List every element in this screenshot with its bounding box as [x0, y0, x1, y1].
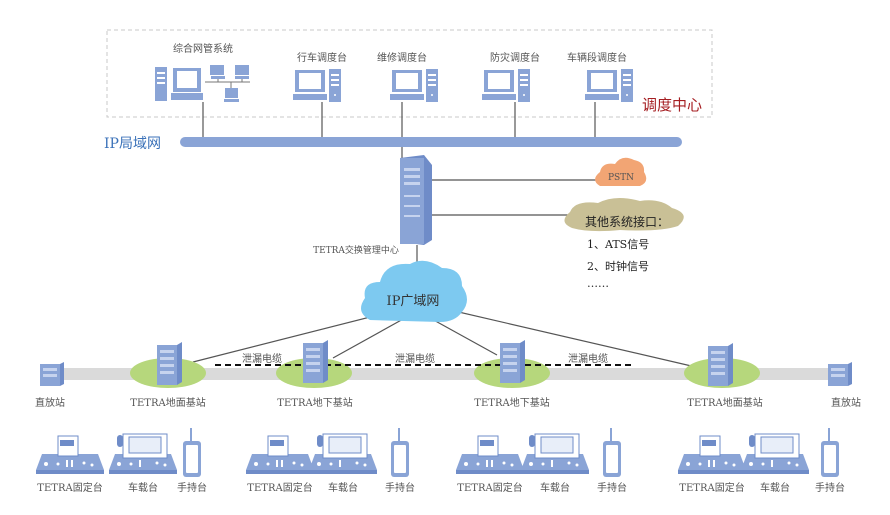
station-label: TETRA地面基站 [687, 398, 763, 409]
tetra-switch-server [400, 155, 432, 245]
repeater-icon [40, 362, 64, 386]
dispatch-workstation-icon [293, 69, 341, 102]
other-interfaces-title: 其他系统接口： [585, 215, 670, 229]
base-station-rack-icon [303, 340, 328, 383]
console-label-train: 行车调度台 [297, 53, 347, 64]
station-label: TETRA地面基站 [130, 398, 206, 409]
vehicle-radio-label: 车载台 [128, 483, 158, 494]
station-label: TETRA地下基站 [474, 398, 550, 409]
handheld-radio-icon [821, 428, 839, 477]
handheld-radio-label: 手持台 [385, 483, 415, 494]
pstn-label: PSTN [607, 173, 635, 183]
leaky-cable-label: 泄漏电缆 [242, 354, 282, 365]
interface-clock: 2、时钟信号 [587, 260, 649, 273]
handheld-radio-icon [183, 428, 201, 477]
handheld-radio-label: 手持台 [177, 483, 207, 494]
lan-drop-lines [192, 102, 701, 369]
track [60, 368, 835, 380]
network-management-system-icon [155, 65, 250, 102]
console-label-depot: 车辆段调度台 [567, 53, 627, 64]
ip-lan-label: IP局域网 [104, 136, 161, 152]
base-station-rack-icon [157, 342, 182, 385]
tetra-fixed-station-icon [246, 435, 314, 474]
repeater-icon [828, 362, 852, 386]
fixed-station-label: TETRA固定台 [457, 483, 523, 494]
station-label: TETRA地下基站 [277, 398, 353, 409]
vehicle-radio-label: 车载台 [328, 483, 358, 494]
station-label: 直放站 [831, 398, 861, 409]
console-label-nms: 综合网管系统 [173, 44, 233, 55]
leaky-cable-label: 泄漏电缆 [568, 354, 608, 365]
other-systems-cloud [564, 197, 684, 232]
switch-center-label: TETRA交换管理中心 [313, 246, 399, 256]
handheld-radio-icon [391, 428, 409, 477]
fixed-station-label: TETRA固定台 [37, 483, 103, 494]
console-label-disaster: 防灾调度台 [490, 53, 540, 64]
dispatch-center-boundary [106, 29, 713, 118]
handheld-radio-label: 手持台 [597, 483, 627, 494]
vehicle-radio-icon [309, 433, 377, 474]
ip-wan-label: IP广域网 [386, 294, 440, 309]
tetra-fixed-station-icon [678, 435, 746, 474]
vehicle-radio-icon [521, 433, 589, 474]
base-station-rack-icon [708, 343, 733, 386]
dispatch-workstation-icon [390, 69, 438, 102]
fixed-station-label: TETRA固定台 [247, 483, 313, 494]
pstn-cloud [595, 157, 647, 186]
ip-lan-bus [180, 137, 682, 147]
ip-wan-cloud [361, 260, 467, 322]
vehicle-radio-icon [109, 433, 177, 474]
station-label: 直放站 [35, 398, 65, 409]
tetra-fixed-station-icon [456, 435, 524, 474]
dispatch-workstation-icon [482, 69, 530, 102]
base-station-rack-icon [500, 340, 525, 383]
vehicle-radio-icon [741, 433, 809, 474]
dispatch-center-title: 调度中心 [642, 96, 703, 114]
handheld-radio-icon [603, 428, 621, 477]
vehicle-radio-label: 车载台 [540, 483, 570, 494]
handheld-radio-label: 手持台 [815, 483, 845, 494]
interface-ats: 1、ATS信号 [587, 238, 650, 251]
fixed-station-label: TETRA固定台 [679, 483, 745, 494]
dispatch-workstation-icon [585, 69, 633, 102]
console-label-maintenance: 维修调度台 [377, 53, 427, 64]
leaky-cable-label: 泄漏电缆 [395, 354, 435, 365]
vehicle-radio-label: 车载台 [760, 483, 790, 494]
interface-more: …… [587, 277, 609, 290]
tetra-fixed-station-icon [36, 435, 104, 474]
